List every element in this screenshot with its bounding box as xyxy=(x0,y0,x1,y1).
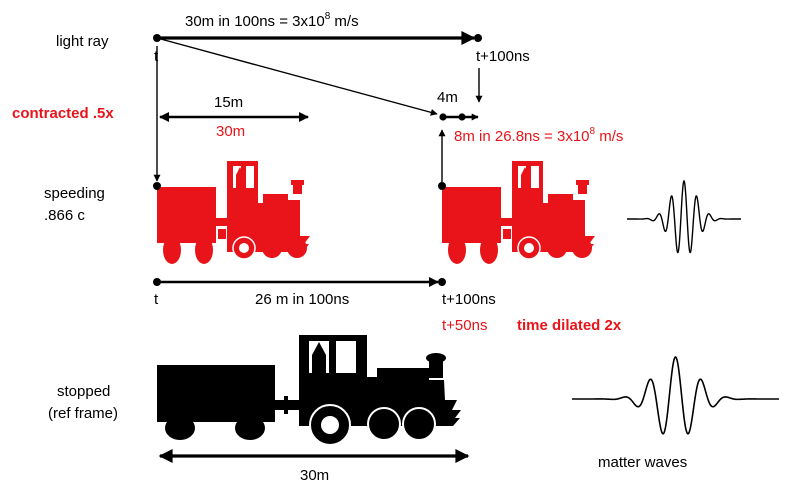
distance-start-dot xyxy=(153,278,161,286)
speed-value-label: .866 c xyxy=(44,207,85,224)
red-train-2-front-dot xyxy=(438,182,446,190)
t-mid-label: t xyxy=(154,291,159,308)
t100-mid-label: t+100ns xyxy=(442,291,496,308)
t100-top-label: t+100ns xyxy=(476,48,530,65)
ref-frame-label: (ref frame) xyxy=(48,405,118,422)
light-ray-label: light ray xyxy=(56,33,109,50)
matter-waves-label: matter waves xyxy=(598,454,687,471)
distance-end-dot xyxy=(438,278,446,286)
black-train xyxy=(157,335,461,446)
small-matter-wave xyxy=(627,179,741,254)
light-equation: 30m in 100ns = 3x108 m/s xyxy=(185,11,359,30)
length-30m-red-label: 30m xyxy=(216,123,245,140)
red-train-2 xyxy=(442,161,595,264)
length-4m-dot-left xyxy=(439,113,447,121)
time-dilated-label: time dilated 2x xyxy=(517,317,622,334)
stopped-label: stopped xyxy=(57,383,110,400)
red-train-1 xyxy=(157,161,310,264)
length-15m-label: 15m xyxy=(214,94,243,111)
large-matter-wave xyxy=(572,356,779,435)
t50-label: t+50ns xyxy=(442,317,487,334)
red-equation: 8m in 26.8ns = 3x108 m/s xyxy=(454,126,623,145)
contracted-label: contracted .5x xyxy=(12,105,114,122)
length-4m-label: 4m xyxy=(437,89,458,106)
distance-26m-label: 26 m in 100ns xyxy=(255,291,349,308)
speeding-label: speeding xyxy=(44,185,105,202)
light-end-dot xyxy=(474,34,482,42)
red-train-1-front-dot xyxy=(153,182,161,190)
length-30m-label: 30m xyxy=(300,467,329,484)
diagonal-light-arrow xyxy=(156,37,438,116)
length-4m-dot-mid xyxy=(458,113,466,121)
